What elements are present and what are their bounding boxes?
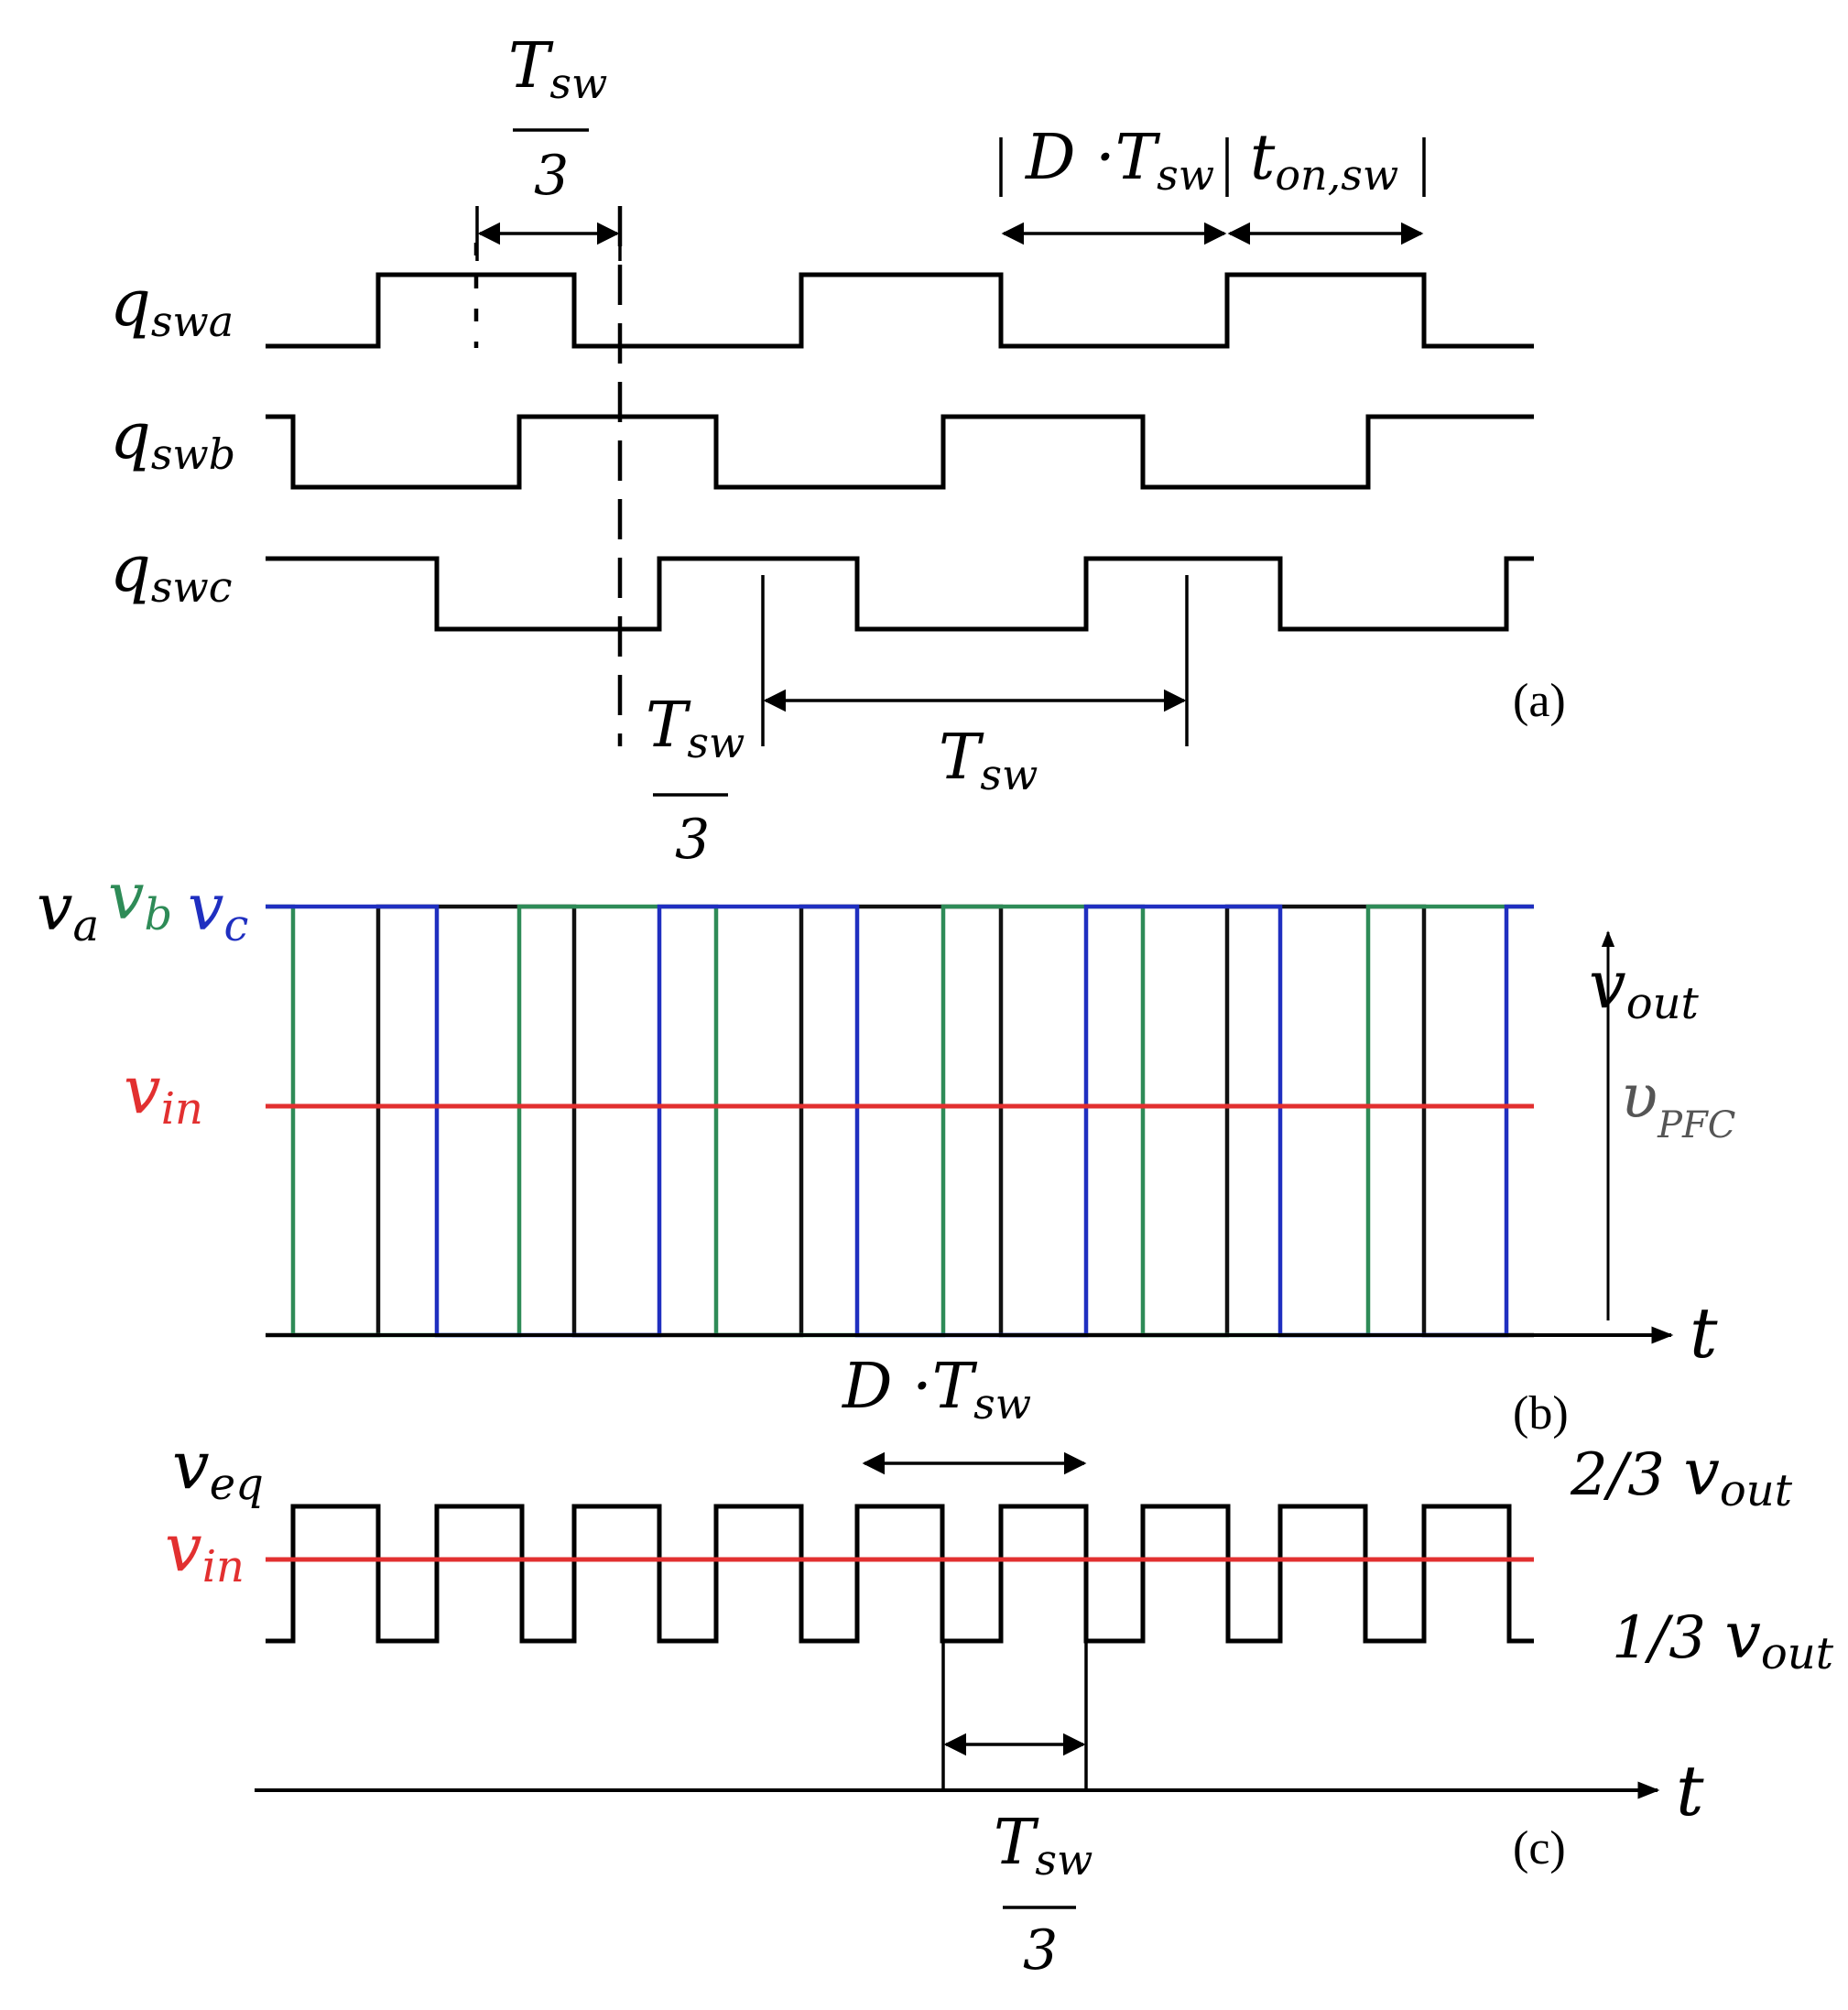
panel-c: veq vin D ·Tsw 2/3 vout 1/3 vout Tsw 3 t…: [165, 1351, 1834, 1983]
panel-b: va vb vc vin t vout υPFC (b): [37, 859, 1735, 1440]
waveform-veq: [266, 1504, 1534, 1644]
ann-tsw3-bottom-num: Tsw: [646, 690, 745, 767]
waveform-qswc: [266, 556, 1534, 632]
phase-waveforms: [266, 904, 1534, 1338]
panel-a: qswa qswb qswc Tsw 3 D ·Tsw ton,sw Tsw T…: [110, 30, 1566, 872]
label-level-high: 2/3 vout: [1570, 1435, 1793, 1516]
waveform-qswb: [266, 414, 1534, 490]
ann-tsw3-top-den: 3: [534, 144, 569, 208]
legend-va: va: [37, 870, 99, 951]
label-vin-b: vin: [124, 1051, 203, 1135]
legend-vb: vb: [108, 859, 172, 940]
waveform-qswa: [266, 272, 1534, 349]
label-vpfc: υPFC: [1621, 1061, 1735, 1146]
panel-label-c: (c): [1513, 1822, 1566, 1874]
ann-tsw3-bottom-den: 3: [675, 808, 710, 872]
ann-ton: ton,sw: [1250, 122, 1398, 200]
legend-vc: vc: [188, 870, 248, 951]
axis-label-t-c: t: [1676, 1750, 1704, 1831]
waveform-va: [266, 904, 1534, 1338]
waveform-vc: [266, 904, 1534, 1338]
label-vout-b: vout: [1589, 946, 1700, 1029]
ann-tsw3-c-num: Tsw: [994, 1807, 1092, 1885]
ann-tsw3-c-den: 3: [1023, 1918, 1058, 1983]
label-veq: veq: [172, 1427, 264, 1510]
label-level-low: 1/3 vout: [1612, 1598, 1834, 1679]
ann-dtsw-c: D ·Tsw: [841, 1351, 1031, 1429]
label-qswa: qswa: [110, 266, 234, 346]
waveform-vb: [266, 904, 1534, 1338]
axis-label-t-b: t: [1690, 1292, 1718, 1374]
ann-tsw3-top-num: Tsw: [508, 30, 607, 108]
label-qswc: qswc: [110, 531, 233, 612]
panel-label-b: (b): [1513, 1387, 1569, 1440]
ann-tsw: Tsw: [939, 722, 1038, 799]
label-qswb: qswb: [110, 398, 235, 479]
label-vin-c: vin: [165, 1509, 245, 1592]
panel-label-a: (a): [1513, 675, 1566, 727]
ann-dtsw-top: D ·Tsw: [1024, 122, 1214, 200]
